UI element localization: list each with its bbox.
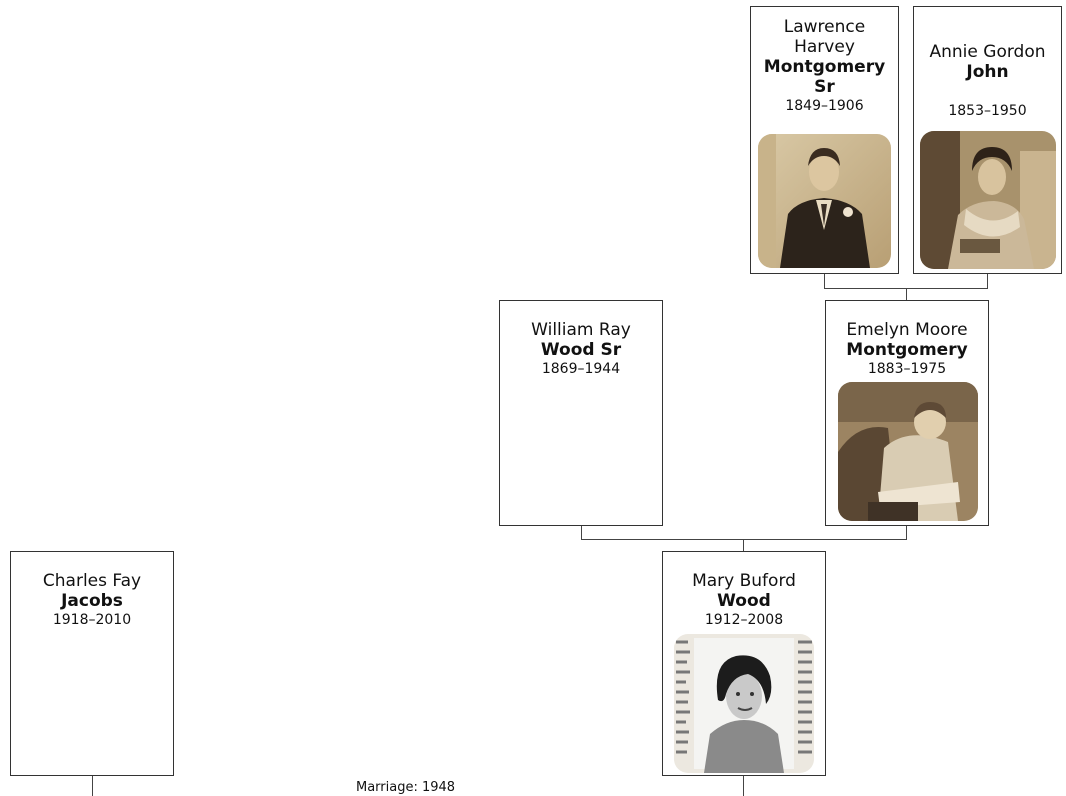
connector-charles-down [92, 776, 93, 796]
person-surname: Wood Sr [540, 340, 622, 360]
person-surname: John [966, 62, 1009, 82]
connector-lawrence-down [824, 274, 825, 288]
portrait-photo-seated-woman [920, 131, 1056, 269]
person-lifespan: 1869–1944 [541, 361, 621, 377]
person-given-name: Charles Fay [42, 571, 142, 591]
connector-william-down [581, 526, 582, 539]
newspaper-obituary-photo [674, 634, 814, 773]
person-lifespan: 1849–1906 [785, 98, 864, 114]
person-lifespan: 1853–1950 [948, 103, 1027, 119]
person-surname: Montgomery [846, 340, 968, 360]
connector-grandparents-to-emelyn [906, 288, 907, 301]
person-card-mary-wood[interactable]: Mary Buford Wood 1912–2008 [662, 551, 826, 776]
person-lifespan: 1912–2008 [704, 612, 784, 628]
person-card-annie-john[interactable]: Annie Gordon John 1853–1950 [913, 6, 1062, 274]
connector-mary-down [743, 776, 744, 796]
person-surname: Jacobs [61, 591, 123, 611]
person-card-charles-jacobs[interactable]: Charles Fay Jacobs 1918–2010 [10, 551, 174, 776]
person-card-lawrence-montgomery[interactable]: Lawrence Harvey Montgomery Sr 1849–1906 [750, 6, 899, 274]
person-lifespan: 1883–1975 [867, 361, 947, 377]
marriage-label: Marriage: 1948 [356, 780, 456, 795]
person-card-william-wood[interactable]: William Ray Wood Sr 1869–1944 [499, 300, 663, 526]
person-given-name: William Ray [531, 320, 631, 340]
person-surname: Wood [717, 591, 771, 611]
person-lifespan: 1918–2010 [52, 612, 132, 628]
portrait-photo-woman-with-child [838, 382, 978, 521]
person-given-name: Mary Buford [692, 571, 796, 591]
connector-annie-down [987, 274, 988, 288]
person-surname: Montgomery Sr [763, 57, 886, 97]
person-card-emelyn-montgomery[interactable]: Emelyn Moore Montgomery 1883–1975 [825, 300, 989, 526]
person-given-name: Lawrence Harvey [783, 17, 866, 57]
connector-parents-to-mary [743, 539, 744, 552]
connector-emelyn-down [906, 526, 907, 539]
connector-parents-horizontal [581, 539, 907, 540]
person-given-name: Annie Gordon [929, 42, 1046, 62]
portrait-photo-man-suit [758, 134, 891, 268]
person-given-name: Emelyn Moore [846, 320, 968, 340]
